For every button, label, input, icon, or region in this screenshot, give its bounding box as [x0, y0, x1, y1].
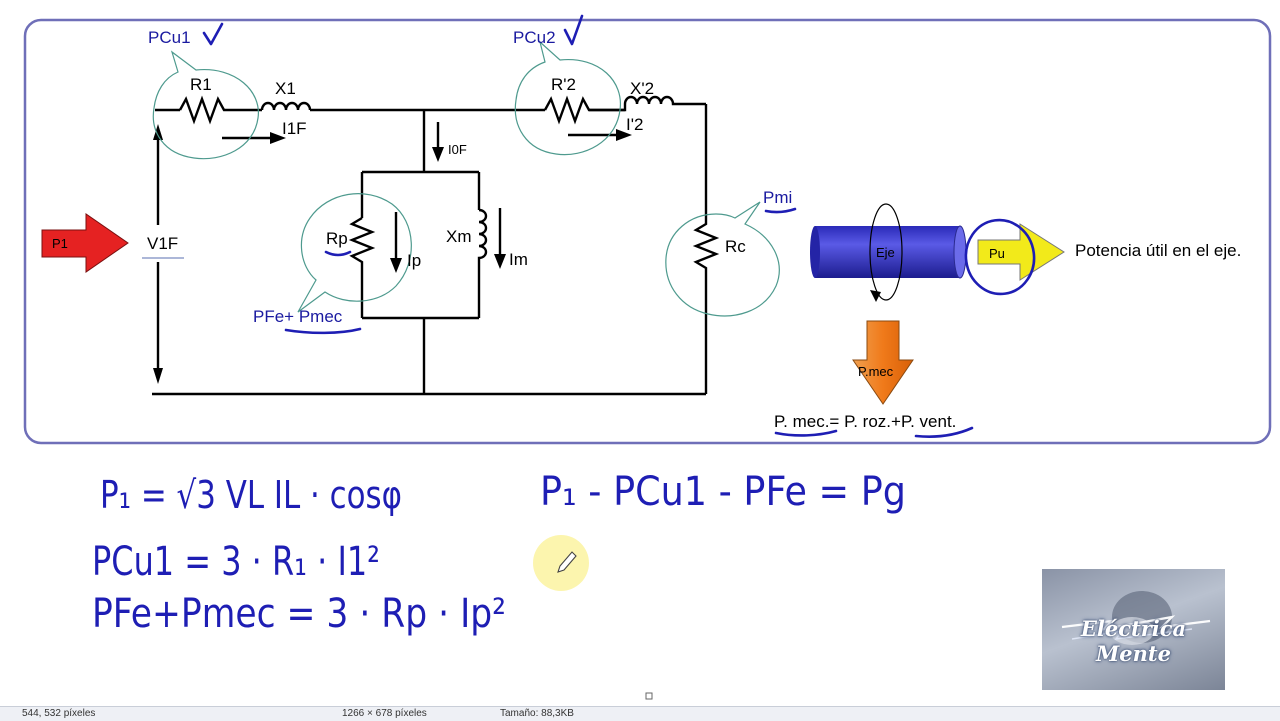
shaft-group: Eje Pu Potencia útil en el eje. P.mec P.…: [774, 203, 1241, 439]
p1-arrow: [41, 213, 129, 273]
status-cursor-position: 544, 532 píxeles: [22, 708, 96, 719]
x2-inductor: [623, 95, 706, 106]
shaft-end-left: [810, 226, 820, 278]
pmec-arrow-label: P.mec: [858, 364, 894, 379]
x1-label: X1: [275, 79, 296, 98]
ip-label: Ip: [407, 251, 421, 270]
r2-label: R'2: [551, 75, 576, 94]
loss-bubbles: [152, 40, 780, 317]
shunt-branch-bottom: [362, 316, 479, 394]
rc-label: Rc: [725, 237, 746, 256]
rotation-arrowhead-icon: [870, 290, 881, 302]
equation-p1: P₁ = √3 VL IL · cosφ: [100, 473, 402, 517]
pcu2-check-icon: [563, 14, 584, 46]
eje-label: Eje: [876, 245, 895, 260]
pu-arrow: [977, 223, 1065, 281]
watermark-logo-text: Eléctrica Mente: [1080, 616, 1187, 666]
rp-underline: [324, 250, 352, 257]
diagram-frame: [23, 18, 1272, 445]
i1f-label: I1F: [282, 119, 307, 138]
v1f-label: V1F: [147, 234, 178, 253]
pmec-formula: P. mec.= P. roz.+P. vent.: [774, 412, 956, 431]
pmi-label: Pmi: [763, 188, 792, 207]
pcu2-bubble: [514, 40, 622, 156]
pcu1-bubble: [152, 50, 259, 160]
rp-resistor: [348, 216, 376, 318]
xm-inductor: [477, 208, 488, 318]
pcu2-label: PCu2: [513, 28, 556, 47]
i0f-arrowhead: [432, 147, 444, 162]
x2-label: X'2: [630, 79, 654, 98]
pu-circle: [964, 218, 1036, 296]
rp-label: Rp: [326, 229, 348, 248]
watermark-logo: Eléctrica Mente: [1042, 569, 1225, 690]
pu-label: Pu: [989, 246, 1005, 261]
pen-cursor-icon: [557, 551, 577, 573]
status-image-size: 1266 × 678 píxeles: [342, 708, 427, 719]
xm-label: Xm: [446, 227, 472, 246]
r2-resistor: [543, 95, 625, 125]
i2-arrowhead: [616, 129, 632, 141]
i2-label: I'2: [626, 115, 643, 134]
status-bar: 544, 532 píxeles 1266 × 678 píxeles Tama…: [0, 706, 1280, 721]
equation-pcu1: PCu1 = 3 · R₁ · I1²: [92, 539, 380, 585]
i0f-label: I0F: [448, 142, 467, 157]
v1f-arrowhead-down: [153, 368, 163, 384]
ip-arrowhead: [390, 258, 402, 273]
pcu1-check-icon: [202, 22, 224, 46]
i1f-arrowhead: [270, 132, 286, 144]
v1f-arrowhead-up: [153, 124, 163, 140]
equation-pfe-pmec: PFe+Pmec = 3 · Rp · Ip²: [92, 591, 506, 637]
pmi-bubble: [665, 201, 780, 317]
potencia-util-label: Potencia útil en el eje.: [1075, 241, 1241, 260]
x1-inductor: [260, 101, 312, 111]
pvent-underline: [914, 426, 974, 439]
im-label: Im: [509, 250, 528, 269]
rotation-ellipse: [869, 203, 903, 301]
r1-resistor: [178, 95, 262, 125]
pfe-pmec-bubble: [297, 193, 412, 313]
pfe-pmec-underline: [284, 327, 362, 335]
shunt-branch-box: [360, 170, 481, 218]
shaft-cylinder: [815, 226, 960, 278]
im-arrowhead: [494, 254, 506, 269]
top-wire-join: [589, 104, 627, 112]
pfe-pmec-label: PFe+ Pmec: [253, 307, 343, 326]
p1-arrow-label: P1: [52, 236, 68, 251]
circuit: [142, 95, 720, 396]
pmec-underline: [774, 429, 838, 437]
status-file-size: Tamaño: 88,3KB: [500, 708, 574, 719]
lightning-hand-icon: [1061, 591, 1211, 645]
scroll-marker[interactable]: [645, 692, 653, 700]
rc-branch: [692, 104, 720, 394]
r1-label: R1: [190, 75, 212, 94]
pcu1-label: PCu1: [148, 28, 191, 47]
equation-pg: P₁ - PCu1 - PFe = Pg: [540, 469, 906, 515]
pmec-arrow: [852, 320, 914, 405]
pmi-underline: [764, 207, 797, 214]
shaft-end-right: [953, 225, 967, 279]
pen-cursor-highlight: [533, 535, 589, 591]
